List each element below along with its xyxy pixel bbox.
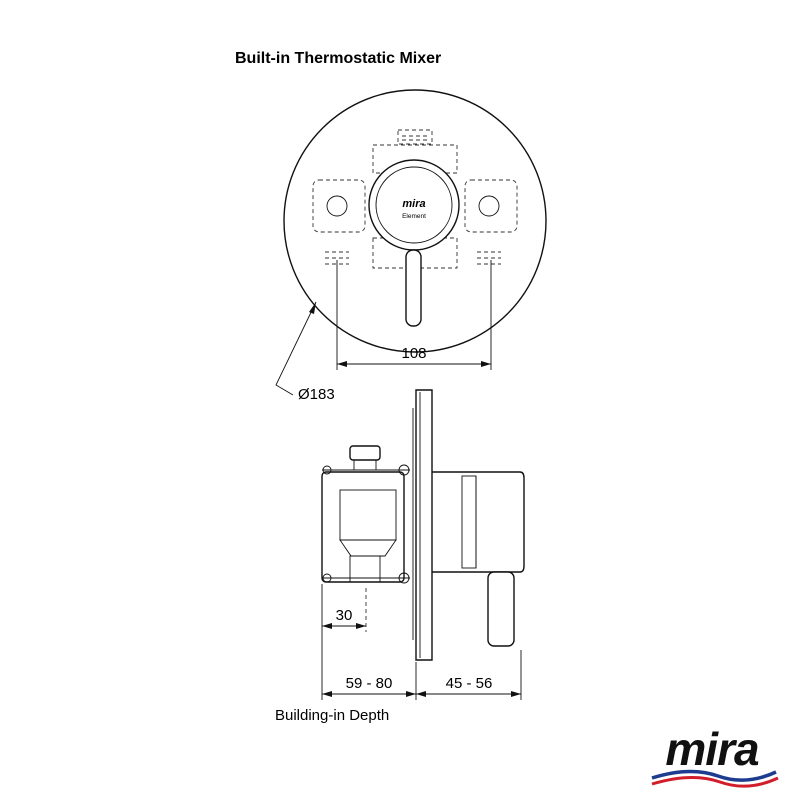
- diameter-leader: Ø183: [275, 301, 335, 403]
- depth-b-label: 59 - 80: [346, 675, 393, 692]
- depth-c-label: 45 - 56: [446, 675, 493, 692]
- logo-wordmark: mira: [665, 723, 759, 775]
- faceplate-profile: [415, 389, 433, 661]
- depth-dimension-c: 45 - 56: [416, 650, 522, 700]
- front-view: mira Element 108 Ø183: [275, 89, 547, 403]
- building-in-depth-caption: Building-in Depth: [275, 707, 389, 724]
- logo-wave-red: [651, 775, 779, 788]
- valve-body-side: [321, 445, 410, 584]
- drawing-title: Built-in Thermostatic Mixer: [235, 50, 441, 67]
- left-inlet-port: [326, 195, 348, 217]
- side-view: 30 59 - 80 45 - 56 Building-in Depth: [275, 389, 525, 724]
- knob-model: Element: [402, 213, 426, 220]
- logo-wave-blue: [651, 769, 777, 782]
- lever-handle: [405, 249, 422, 327]
- knob-brand: mira: [402, 198, 425, 210]
- lever-side-profile: [487, 571, 515, 647]
- knob-side-profile: [432, 471, 525, 573]
- faceplate-outline: [283, 89, 547, 353]
- bottom-outlet: [349, 555, 381, 583]
- mira-logo: mira: [651, 723, 779, 788]
- top-outlet: [349, 445, 381, 461]
- right-inlet-port: [478, 195, 500, 217]
- depth-a-label: 30: [336, 607, 353, 624]
- control-knob: mira Element: [368, 159, 460, 251]
- diameter-label: Ø183: [298, 386, 335, 403]
- centres-label: 108: [401, 345, 426, 362]
- depth-dimension-a: 30: [321, 584, 367, 700]
- centres-dimension: 108: [336, 260, 492, 370]
- depth-dimension-b: 59 - 80: [322, 662, 417, 700]
- knob-inner-ring: [375, 166, 453, 244]
